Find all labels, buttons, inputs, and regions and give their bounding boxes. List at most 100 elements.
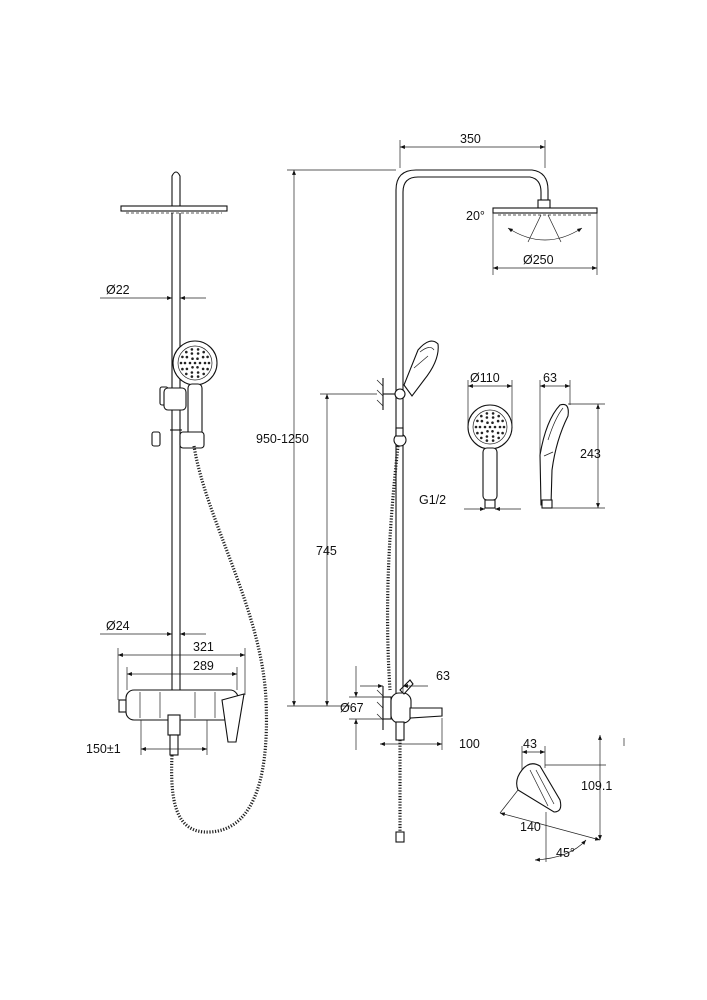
front-holder-slider bbox=[151, 386, 205, 449]
dim-pipe-diameter: Ø24 bbox=[100, 619, 206, 636]
nozzle-dot bbox=[196, 375, 200, 378]
nozzle-dot bbox=[196, 371, 200, 374]
nozzle-dot bbox=[185, 367, 189, 371]
label-height-range: 950-1250 bbox=[256, 432, 309, 446]
nozzle-dot bbox=[193, 361, 197, 365]
label-lever-width: 43 bbox=[523, 737, 537, 751]
label-head-diameter: Ø250 bbox=[523, 253, 554, 267]
front-overhead-shower bbox=[120, 171, 228, 214]
nozzle-dot bbox=[196, 352, 200, 355]
nozzle-dot bbox=[202, 350, 205, 354]
dim-lever-length: 140 bbox=[499, 789, 601, 841]
dim-spout-length: 100 bbox=[380, 718, 480, 751]
nozzle-dot bbox=[501, 431, 504, 435]
dim-handshower-diameter: Ø110 bbox=[467, 371, 513, 427]
handshower-front-detail bbox=[467, 404, 513, 509]
dim-lever-width: 43 bbox=[521, 737, 546, 770]
nozzle-dot bbox=[476, 419, 479, 423]
nozzle-dot bbox=[480, 436, 483, 440]
nozzle-dot bbox=[502, 425, 506, 429]
nozzle-dot bbox=[185, 350, 188, 354]
label-pipe-diameter: Ø24 bbox=[106, 619, 130, 633]
nozzle-dot bbox=[185, 372, 188, 376]
nozzle-dot bbox=[203, 361, 207, 365]
nozzle-dot bbox=[198, 361, 202, 365]
side-hand-shower bbox=[393, 340, 439, 447]
dim-handshower-depth: 63 bbox=[539, 371, 571, 455]
nozzle-dot bbox=[491, 416, 495, 419]
nozzle-dot bbox=[190, 375, 194, 378]
nozzle-dot bbox=[486, 430, 489, 433]
nozzle-dot bbox=[485, 416, 489, 419]
dim-lever-angle: 45° bbox=[534, 812, 587, 862]
label-handshower-length: 243 bbox=[580, 447, 601, 461]
front-riser-pipe bbox=[170, 213, 182, 690]
nozzle-dot bbox=[498, 425, 502, 429]
lever-detail: 43 109.1 140 45° bbox=[499, 735, 612, 862]
dim-spout-depth: 63 bbox=[360, 669, 450, 693]
label-wall-spacing: 150±1 bbox=[86, 742, 121, 756]
front-hand-shower bbox=[172, 340, 218, 440]
nozzle-dot bbox=[191, 366, 194, 369]
nozzle-dot bbox=[486, 421, 489, 425]
nozzle-dot bbox=[491, 421, 494, 425]
nozzle-dot bbox=[478, 425, 482, 429]
nozzle-dot bbox=[196, 366, 199, 369]
nozzle-dot bbox=[179, 361, 183, 365]
nozzle-dot bbox=[491, 430, 494, 433]
side-mixer bbox=[376, 679, 443, 741]
nozzle-dot bbox=[480, 414, 483, 418]
side-riser-arm bbox=[395, 169, 551, 700]
dim-riser-diameter: Ø22 bbox=[100, 283, 206, 300]
nozzle-dot bbox=[491, 412, 495, 415]
nozzle-dot bbox=[202, 372, 205, 376]
side-overhead-shower bbox=[492, 207, 598, 243]
dim-width-inner: 289 bbox=[126, 659, 238, 690]
nozzle-dot bbox=[185, 355, 189, 359]
dim-arm-length: 350 bbox=[399, 132, 546, 168]
label-width-inner: 289 bbox=[193, 659, 214, 673]
nozzle-dot bbox=[201, 367, 205, 371]
dim-wall-spacing: 150±1 bbox=[86, 720, 208, 756]
nozzle-dot bbox=[480, 419, 484, 423]
nozzle-dot bbox=[485, 412, 489, 415]
nozzle-dot bbox=[483, 425, 487, 429]
label-arm-length: 350 bbox=[460, 132, 481, 146]
nozzle-dot bbox=[206, 355, 209, 359]
front-hose bbox=[170, 445, 269, 834]
nozzle-dot bbox=[190, 348, 194, 351]
nozzle-dot bbox=[476, 431, 479, 435]
nozzle-dot bbox=[501, 419, 504, 423]
label-spout-length: 100 bbox=[459, 737, 480, 751]
nozzle-dot bbox=[491, 435, 495, 438]
nozzle-dot bbox=[497, 414, 501, 418]
side-hose bbox=[385, 445, 405, 843]
nozzle-dot bbox=[181, 367, 184, 371]
dim-thread: G1/2 bbox=[419, 493, 521, 511]
nozzle-dot bbox=[190, 371, 194, 374]
dim-width-outer: 321 bbox=[117, 640, 246, 700]
nozzle-dot bbox=[485, 439, 489, 442]
nozzle-dot bbox=[196, 357, 199, 361]
dim-flange-diameter: Ø67 bbox=[340, 666, 383, 750]
label-riser-diameter: Ø22 bbox=[106, 283, 130, 297]
label-width-outer: 321 bbox=[193, 640, 214, 654]
label-handshower-diameter: Ø110 bbox=[470, 371, 500, 385]
dim-handshower-length: 243 bbox=[552, 403, 605, 509]
label-head-angle: 20° bbox=[466, 209, 485, 223]
nozzle-dot bbox=[488, 425, 492, 429]
label-thread: G1/2 bbox=[419, 493, 446, 507]
nozzle-dot bbox=[493, 425, 497, 429]
label-spout-depth: 63 bbox=[436, 669, 450, 683]
lever-shape bbox=[516, 763, 562, 813]
dim-head-diameter: Ø250 bbox=[492, 213, 598, 275]
nozzle-dot bbox=[496, 431, 500, 435]
nozzle-dot bbox=[188, 361, 192, 365]
nozzle-dot bbox=[491, 439, 495, 442]
nozzle-dot bbox=[183, 361, 187, 365]
side-view: 350 20° Ø250 950-1250 745 bbox=[256, 132, 598, 843]
label-lever-angle: 45° bbox=[556, 846, 575, 860]
label-lever-length: 140 bbox=[520, 820, 541, 834]
nozzle-dot bbox=[480, 431, 484, 435]
